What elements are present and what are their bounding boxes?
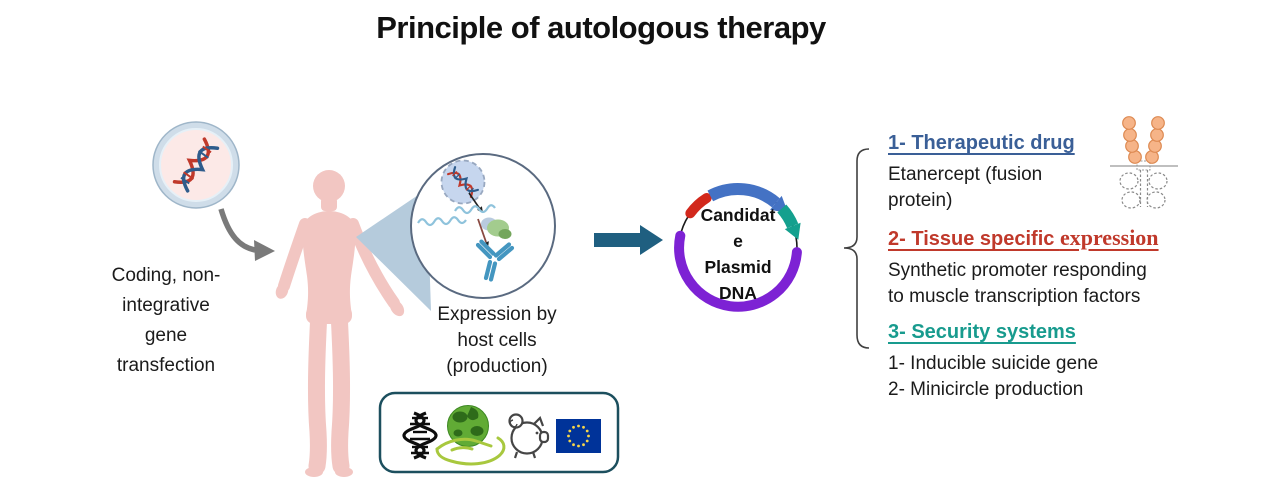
annotation-heading-therapeutic-drug: 1- Therapeutic drug [888, 132, 1075, 154]
mrna-icon [454, 204, 496, 215]
globe-hand-icon [435, 405, 506, 466]
annotation-brace [843, 148, 870, 349]
plasmid-origin-segment [685, 193, 712, 219]
plasmid-label-line: DNA [719, 283, 757, 303]
mrna-icon [417, 216, 467, 227]
caption-line: transfection [116, 355, 216, 376]
caption-line: (production) [446, 356, 548, 377]
plasmid-gene-segment [777, 204, 799, 229]
caption-line: Expression by [437, 304, 557, 325]
transfection-caption: Coding, non- integrative gene transfecti… [86, 261, 246, 381]
plasmid-label-line: Candidat [700, 205, 776, 225]
annotation-body: Etanercept (fusion protein) [888, 164, 1043, 211]
flow-arrow-icon [594, 225, 663, 255]
page-title: Principle of autologous therapy [376, 10, 826, 45]
caption-line: host cells [457, 330, 537, 351]
nucleus-icon [440, 159, 486, 205]
annotation-body: 1- Inducible suicide gene 2- Minicircle … [888, 353, 1099, 400]
caption-line: Coding, non- [111, 265, 221, 286]
piggy-bank-icon [508, 413, 550, 459]
antibody-icon [475, 239, 515, 282]
ribosome-icon [481, 217, 512, 239]
gene-capsule-icon [152, 121, 240, 209]
plasmid-map-icon [674, 183, 802, 312]
annotation-body: Synthetic promoter responding to muscle … [888, 260, 1147, 307]
eu-flag-icon [556, 419, 601, 453]
expression-caption: Expression by host cells (production) [407, 302, 587, 380]
plasmid-backbone-segment [674, 230, 802, 312]
plasmid-label-line: e [733, 231, 743, 251]
cell-magnifier-icon [410, 153, 556, 299]
caption-line: gene [144, 325, 188, 346]
annotation-heading-security-systems: 3- Security systems [888, 321, 1076, 343]
etanercept-protein-icon [1110, 116, 1178, 209]
caption-line: integrative [122, 295, 210, 316]
annotation-list: 1- Therapeutic drug Etanercept (fusion p… [888, 132, 1190, 403]
annotation-heading-tissue-specific: 2- Tissue specific expression [888, 225, 1159, 250]
plasmid-label: Candidat e Plasmid DNA [686, 202, 790, 306]
human-silhouette [275, 170, 405, 477]
plasmid-promoter-segment [707, 183, 780, 208]
transfection-arrow-icon [218, 208, 275, 261]
plasmid-label-line: Plasmid [704, 257, 772, 277]
dna-icon [402, 411, 438, 460]
credits-box [378, 391, 620, 474]
